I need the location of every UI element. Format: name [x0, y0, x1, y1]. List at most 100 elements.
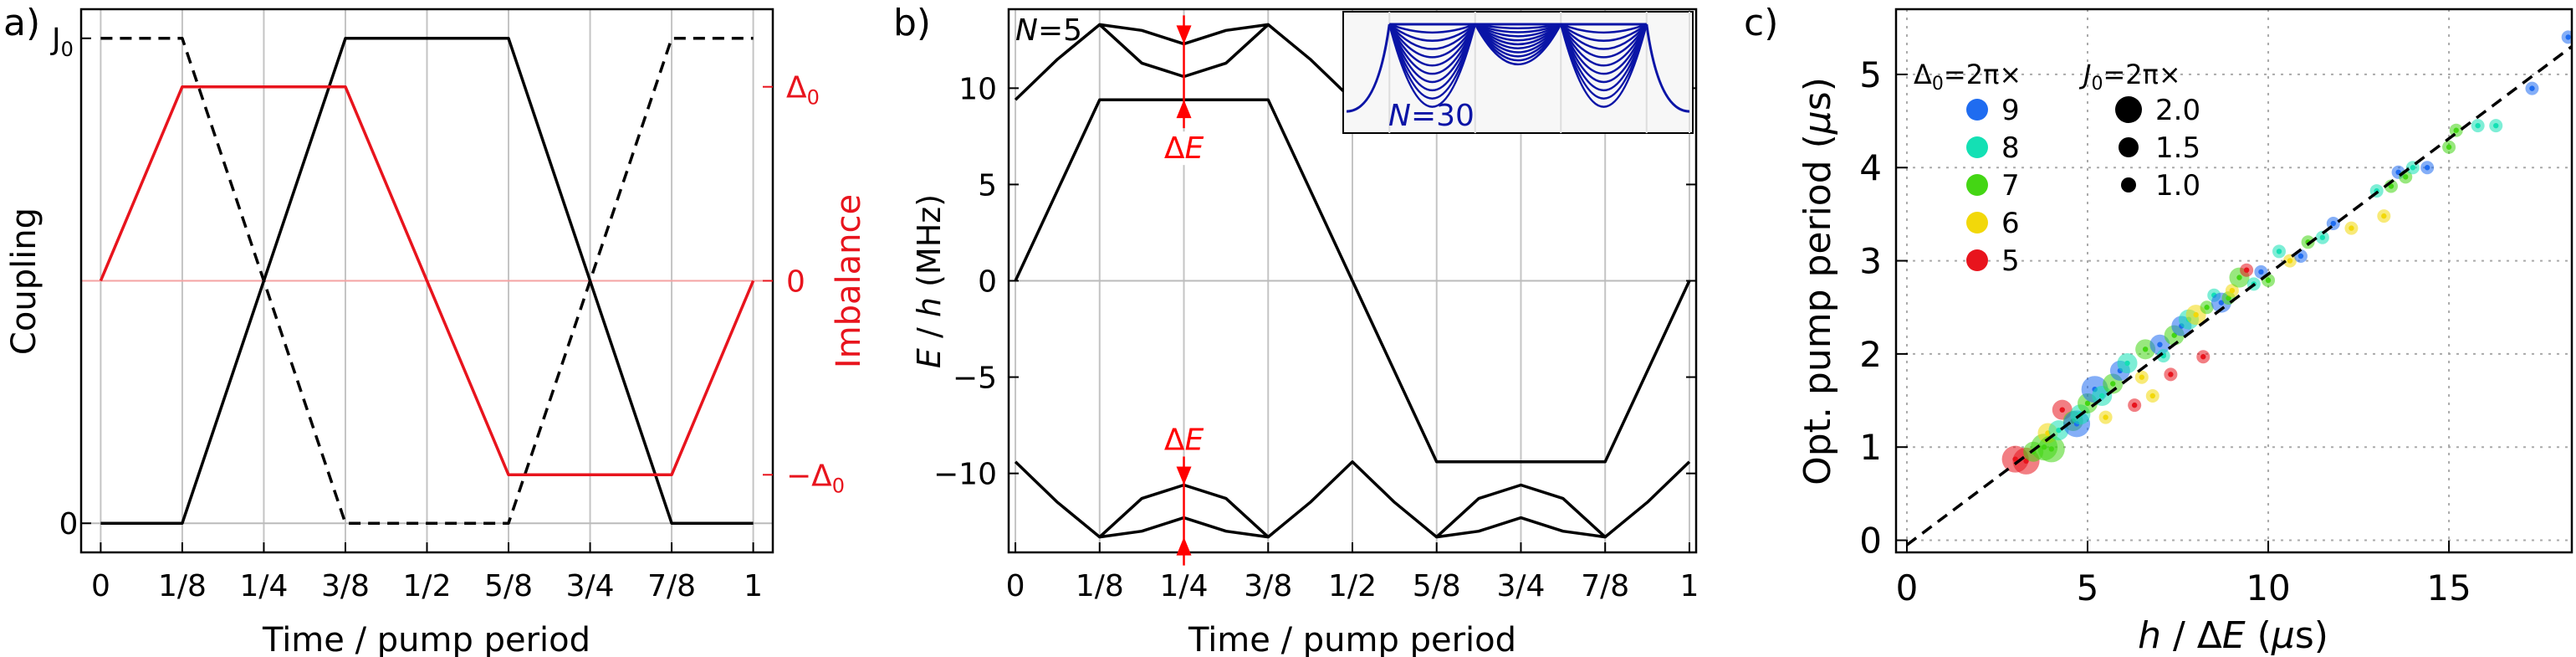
legend-label: 1.0	[2155, 169, 2200, 203]
inset-curve	[1560, 23, 1648, 92]
x-tick-label: 3/4	[566, 569, 615, 603]
inset-curve	[1560, 23, 1648, 84]
legend-marker	[1966, 249, 1988, 271]
scatter-point-center	[2403, 174, 2409, 180]
y-tick-label: −10	[933, 458, 997, 492]
scatter-point-center	[2193, 311, 2199, 318]
x-tick-label: 3/8	[321, 569, 370, 603]
inset-curve	[1645, 23, 1690, 113]
inset-curve	[1560, 23, 1648, 50]
scatter-point-center	[2084, 400, 2091, 407]
scatter-point-center	[2565, 34, 2571, 40]
scatter-point-center	[2059, 407, 2065, 413]
scatter-point-center	[2218, 300, 2225, 305]
panel-c-label: c)	[1744, 2, 1778, 44]
x-tick-label: 0	[1896, 567, 1919, 608]
legend-label: 8	[2001, 131, 2020, 165]
inset-curve	[1388, 23, 1476, 33]
inset-curve	[1474, 23, 1562, 54]
legend-delta-title: Δ0=2π×	[1914, 59, 2021, 95]
panel-c-y-axis-label: Opt. pump period (μs)	[1797, 77, 1839, 485]
panel-b-y-axis-label: E / h (MHz)	[911, 194, 948, 368]
y-tick-label: 0	[1859, 521, 1882, 562]
inset-curve	[1560, 23, 1648, 75]
y-tick-label: 5	[978, 168, 997, 203]
scatter-point-center	[2349, 225, 2354, 231]
y-tick-label: 1	[1859, 427, 1882, 468]
inset-curve	[1388, 23, 1476, 42]
x-tick-label: 0	[1006, 569, 1025, 603]
legend-marker	[1966, 136, 1988, 158]
x-tick-label: 0	[91, 569, 110, 603]
legend-label: 7	[2001, 169, 2020, 203]
inset-curve	[1560, 23, 1648, 42]
scatter-point-center	[2446, 144, 2452, 150]
y-tick-label: 4	[1859, 147, 1882, 188]
panel-b-n-label: N=5	[1015, 13, 1082, 48]
x-tick-label: 1	[744, 569, 763, 603]
scatter-point-center	[2475, 122, 2481, 129]
annotation-arrowhead	[1176, 25, 1192, 44]
scatter-point-center	[2319, 234, 2326, 240]
scatter-point-center	[2395, 169, 2401, 176]
scatter-point-center	[2287, 258, 2293, 264]
inset-curve	[1474, 23, 1562, 62]
y-left-tick-label: 0	[59, 507, 79, 542]
x-tick-label: 5/8	[1413, 569, 1461, 603]
inset-curve	[1475, 23, 1561, 38]
panel-a-plot-area	[99, 37, 755, 525]
x-tick-label: 3/4	[1497, 569, 1546, 603]
inset-curve	[1474, 23, 1562, 46]
y-tick-label: 0	[978, 265, 997, 300]
energy-band	[1014, 98, 1691, 464]
scatter-point-center	[2453, 127, 2459, 133]
x-tick-label: 7/8	[647, 569, 696, 603]
scatter-point-center	[2258, 269, 2264, 275]
scatter-point-center	[2276, 249, 2282, 254]
legend-marker	[2115, 96, 2142, 123]
scatter-point-center	[2529, 85, 2535, 91]
inset-curve	[1560, 23, 1648, 67]
inset-curve	[1474, 23, 1562, 49]
inset-curve	[1388, 23, 1476, 75]
y-tick-label: 3	[1859, 241, 1882, 282]
x-tick-label: 1/4	[1160, 569, 1209, 603]
legend-label: 6	[2001, 207, 2020, 240]
scatter-point-center	[2424, 165, 2430, 171]
delta-e-label: ΔE	[1164, 131, 1204, 166]
y-tick-label: 10	[958, 72, 997, 106]
panel-a-x-axis-label: Time / pump period	[262, 621, 590, 657]
panel-b-x-axis-label: Time / pump period	[1188, 621, 1516, 657]
scatter-point-center	[2110, 381, 2116, 387]
legend-label: 5	[2001, 244, 2020, 278]
panel-a-right-axis-label: Imbalance	[830, 194, 868, 368]
inset-curve	[1388, 23, 1476, 84]
energy-band	[1014, 460, 1691, 539]
panel-b-label: b)	[893, 2, 931, 44]
x-tick-label: 1/4	[239, 569, 288, 603]
legend-label: 2.0	[2155, 94, 2200, 127]
panel-c-x-axis-label: h / ΔE (μs)	[2138, 614, 2328, 657]
scatter-point-center	[2330, 220, 2337, 227]
panel-c-grid	[1896, 9, 2572, 552]
scatter-point-center	[2103, 414, 2108, 420]
scatter-point-center	[2124, 360, 2130, 367]
scatter-point-center	[2388, 183, 2395, 189]
inset-curve	[1388, 23, 1476, 50]
scatter-point-center	[2381, 213, 2387, 219]
x-tick-label: 15	[2426, 567, 2471, 608]
y-tick-label: −5	[953, 362, 997, 396]
inset-curve	[1560, 23, 1648, 59]
coupling-solid-line	[100, 37, 754, 525]
inset-curve	[1475, 23, 1561, 29]
inset-curve	[1475, 23, 1561, 33]
panel-a-left-axis-label: Coupling	[5, 208, 43, 355]
scatter-point-center	[2131, 402, 2138, 408]
x-tick-label: 3/8	[1244, 569, 1292, 603]
fit-line	[1905, 45, 2572, 547]
